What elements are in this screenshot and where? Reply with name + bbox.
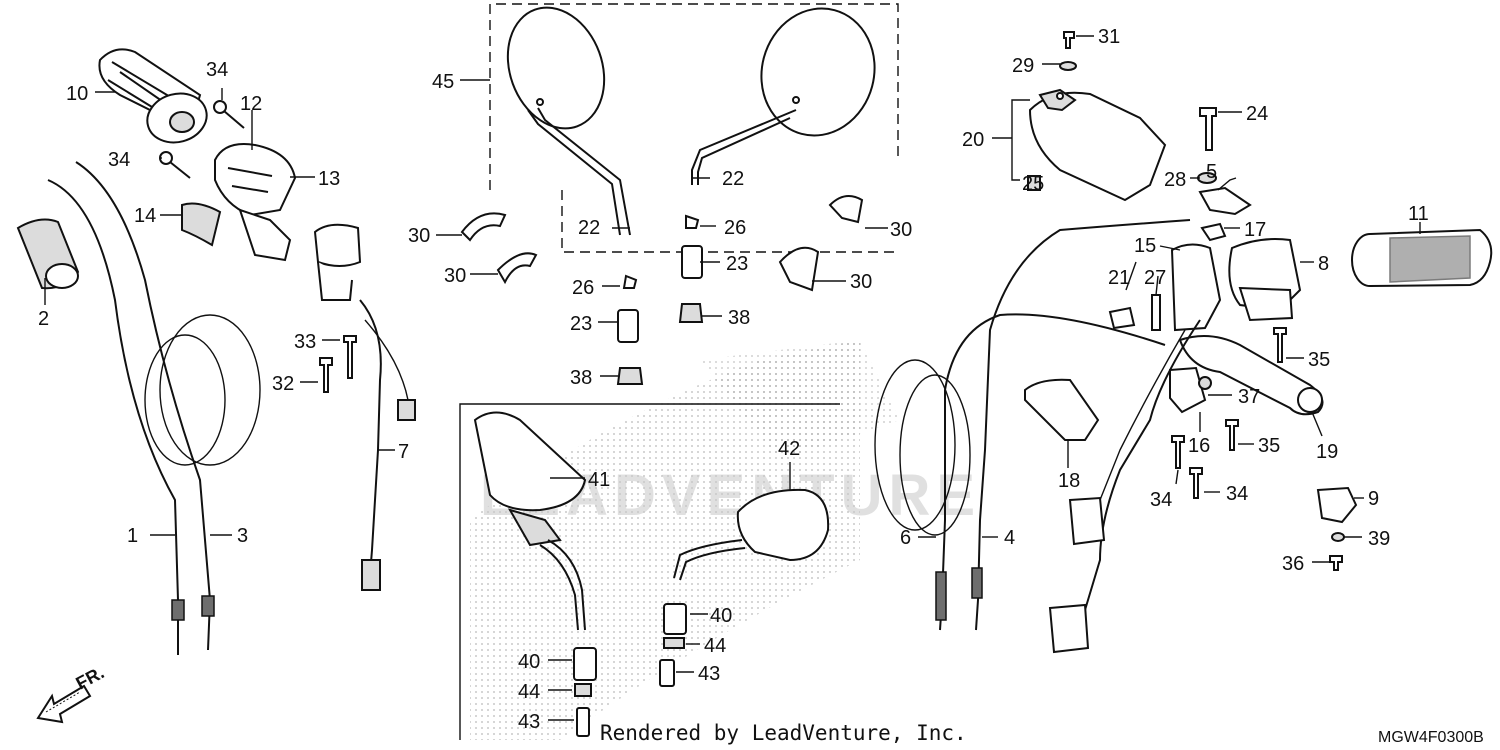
callout: 6 [900,527,911,549]
callout: 40 [518,651,540,673]
leader-lines [44,35,1421,721]
callout: 43 [518,711,540,733]
callout: 12 [240,93,262,115]
callout: 41 [588,469,610,491]
switch-boot [1024,378,1100,441]
callout: 25 [1022,173,1044,195]
clutch-lever [1178,335,1324,416]
callout: 38 [570,367,592,389]
callout: 30 [890,219,912,241]
callout: 30 [408,225,430,247]
callout: 13 [318,168,340,190]
right-switch [1228,238,1302,322]
front-direction-indicator: FR. [36,662,107,724]
left-grip [98,48,208,144]
callout: 30 [444,265,466,287]
callout: 5 [1206,161,1217,183]
right-harness [1048,319,1201,654]
callout: 28 [1164,169,1186,191]
right-mirror-angular [673,488,830,581]
right-screws [1171,327,1287,499]
callout: 37 [1238,386,1260,408]
perch-parts [1198,186,1252,242]
housing-screw [159,151,191,179]
left-switch [313,223,416,591]
mirror-hardware [616,214,704,385]
cable-clamps [460,195,864,292]
callout: 19 [1316,441,1338,463]
callout: 26 [724,217,746,239]
right-grip [1351,228,1493,287]
stop-switch [1316,486,1358,571]
callout: 34 [108,149,130,171]
callout: 26 [572,277,594,299]
throttle-cables [47,161,261,655]
callout: 30 [850,271,872,293]
mirror-alt-frame [459,403,840,740]
clamp-piece [181,202,222,247]
callout: 10 [66,83,88,105]
left-mirror-round [506,6,631,236]
callout: 23 [726,253,748,275]
callout: 8 [1318,253,1329,275]
callout: 31 [1098,26,1120,48]
screw [213,100,245,129]
callout: 36 [1282,553,1304,575]
callout: 43 [698,663,720,685]
callout: 3 [237,525,248,547]
callout: 14 [134,205,156,227]
callout: 11 [1408,203,1429,225]
mirror-alt-hardware [573,603,687,737]
callout: 35 [1258,435,1280,457]
callout: 33 [294,331,316,353]
grip-end [16,218,80,290]
front-arrow-icon [36,684,92,724]
hand-guard [1028,88,1167,202]
credit-text: Rendered by LeadVenture, Inc. [600,721,967,745]
diagram-code: MGW4F0300B [1378,729,1484,746]
callout: 22 [722,168,744,190]
callout: 40 [710,605,732,627]
throttle-housing [214,143,297,262]
callout: 35 [1308,349,1330,371]
callout: 44 [518,681,540,703]
callout: 21 [1108,267,1130,289]
callout: 44 [704,635,726,657]
callout: 32 [272,373,294,395]
callout: 17 [1244,219,1266,241]
callout: 15 [1134,235,1156,257]
callout: 34 [206,59,228,81]
callout: 18 [1058,470,1080,492]
callout: 22 [578,217,600,239]
callout: 23 [570,313,592,335]
callout: 16 [1188,435,1210,457]
callout: 27 [1144,267,1166,289]
callout: 29 [1012,55,1034,77]
guard-hardware [1027,31,1217,191]
callout: 2 [38,308,49,330]
clutch-cables [874,219,1191,631]
callout: 39 [1368,528,1390,550]
left-mirror-angular [473,411,587,631]
callout: 38 [728,307,750,329]
callout: 7 [398,441,409,463]
switch-bracket [1108,243,1222,332]
callout: 1 [127,525,138,547]
callout: 45 [432,71,454,93]
callout: 9 [1368,488,1379,510]
watermark: LEADVENTURE [470,340,975,740]
mirror-set-frame [489,3,899,253]
callout: 4 [1004,527,1015,549]
callout-labels: 1 2 3 4 5 6 7 8 9 10 11 12 13 14 15 16 1… [38,26,1429,733]
callout: 24 [1246,103,1268,125]
right-mirror-round [691,7,876,185]
callout: 20 [962,129,984,151]
callout: 34 [1150,489,1172,511]
switch-screws [319,335,357,393]
callout: 42 [778,438,800,460]
lever-holder [1169,366,1212,414]
callout: 34 [1226,483,1248,505]
